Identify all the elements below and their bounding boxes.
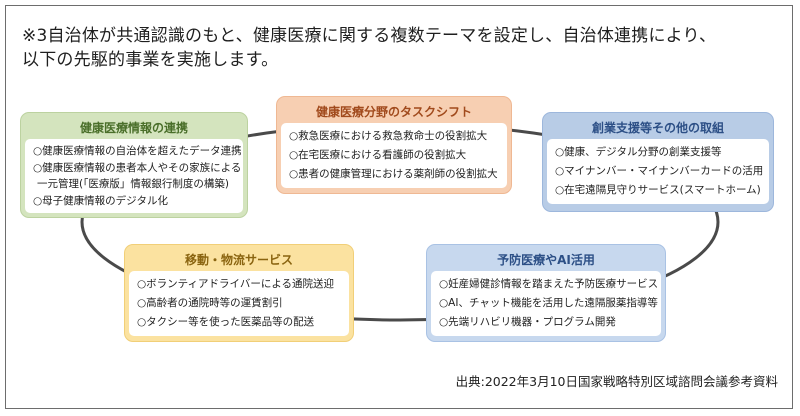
- list-item: ○母子健康情報のデジタル化: [33, 194, 168, 207]
- box-mobility-body: ○ボランティアドライバーによる通院送迎 ○高齢者の通院時等の運賃割引 ○タクシー…: [129, 271, 349, 336]
- box-mobility-title: 移動・物流サービス: [184, 253, 293, 267]
- box-task-shift-title: 健康医療分野のタスクシフト: [315, 105, 472, 119]
- content-frame: [5, 5, 793, 409]
- list-item: ○救急医療における救急救命士の役割拡大: [289, 130, 488, 142]
- box-startup-title: 創業支援等その他の取組: [591, 121, 724, 135]
- box-health-info: 健康医療情報の連携 ○健康医療情報の自治体を超えたデータ連携 ○健康医療情報の患…: [20, 112, 248, 218]
- box-prevention: 予防医療やAI活用 ○妊産婦健診情報を踏まえた予防医療サービス ○AI、チャット…: [426, 244, 666, 342]
- list-item: ○先端リハビリ機器・プログラム開発: [439, 316, 616, 328]
- heading-line-1: ※3自治体が共通認識のもと、健康医療に関する複数テーマを設定し、自治体連携により…: [22, 26, 717, 46]
- list-item: ○AI、チャット機能を活用した遠隔服薬指導等: [439, 297, 658, 309]
- source-caption: 出典:2022年3月10日国家戦略特別区域諮問会議参考資料: [455, 374, 778, 389]
- list-item: ○妊産婦健診情報を踏まえた予防医療サービス: [439, 278, 659, 290]
- list-item: ○高齢者の通院時等の運賃割引: [137, 297, 283, 309]
- box-task-shift: 健康医療分野のタスクシフト ○救急医療における救急救命士の役割拡大 ○在宅医療に…: [276, 96, 512, 194]
- box-task-shift-body: ○救急医療における救急救命士の役割拡大 ○在宅医療における看護師の役割拡大 ○患…: [281, 123, 507, 188]
- heading-line-2: 以下の先駆的事業を実施します。: [22, 50, 279, 70]
- list-item: ○タクシー等を使った医薬品等の配送: [137, 316, 315, 328]
- box-health-info-body: ○健康医療情報の自治体を超えたデータ連携 ○健康医療情報の患者本人やその家族によ…: [25, 139, 243, 213]
- list-item: ○ボランティアドライバーによる通院送迎: [137, 278, 335, 290]
- heading: ※3自治体が共通認識のもと、健康医療に関する複数テーマを設定し、自治体連携により…: [22, 24, 782, 72]
- list-item: ○患者の健康管理における薬剤師の役割拡大: [289, 168, 498, 180]
- box-health-info-title: 健康医療情報の連携: [79, 121, 188, 135]
- list-item: 一元管理(「医療版」情報銀行制度の構築): [37, 178, 229, 190]
- box-startup: 創業支援等その他の取組 ○健康、デジタル分野の創業支援等 ○マイナンバー・マイナ…: [542, 112, 774, 212]
- box-mobility: 移動・物流サービス ○ボランティアドライバーによる通院送迎 ○高齢者の通院時等の…: [124, 244, 354, 342]
- box-prevention-body: ○妊産婦健診情報を踏まえた予防医療サービス ○AI、チャット機能を活用した遠隔服…: [431, 271, 661, 336]
- list-item: ○健康医療情報の患者本人やその家族による: [33, 161, 242, 174]
- box-startup-body: ○健康、デジタル分野の創業支援等 ○マイナンバー・マイナンバーカードの活用 ○在…: [547, 139, 769, 204]
- box-prevention-title: 予防医療やAI活用: [497, 253, 595, 267]
- list-item: ○健康医療情報の自治体を超えたデータ連携: [33, 145, 242, 157]
- list-item: ○在宅遠隔見守りサービス(スマートホーム): [555, 184, 761, 196]
- list-item: ○マイナンバー・マイナンバーカードの活用: [555, 165, 764, 177]
- list-item: ○在宅医療における看護師の役割拡大: [289, 149, 467, 161]
- list-item: ○健康、デジタル分野の創業支援等: [555, 146, 722, 158]
